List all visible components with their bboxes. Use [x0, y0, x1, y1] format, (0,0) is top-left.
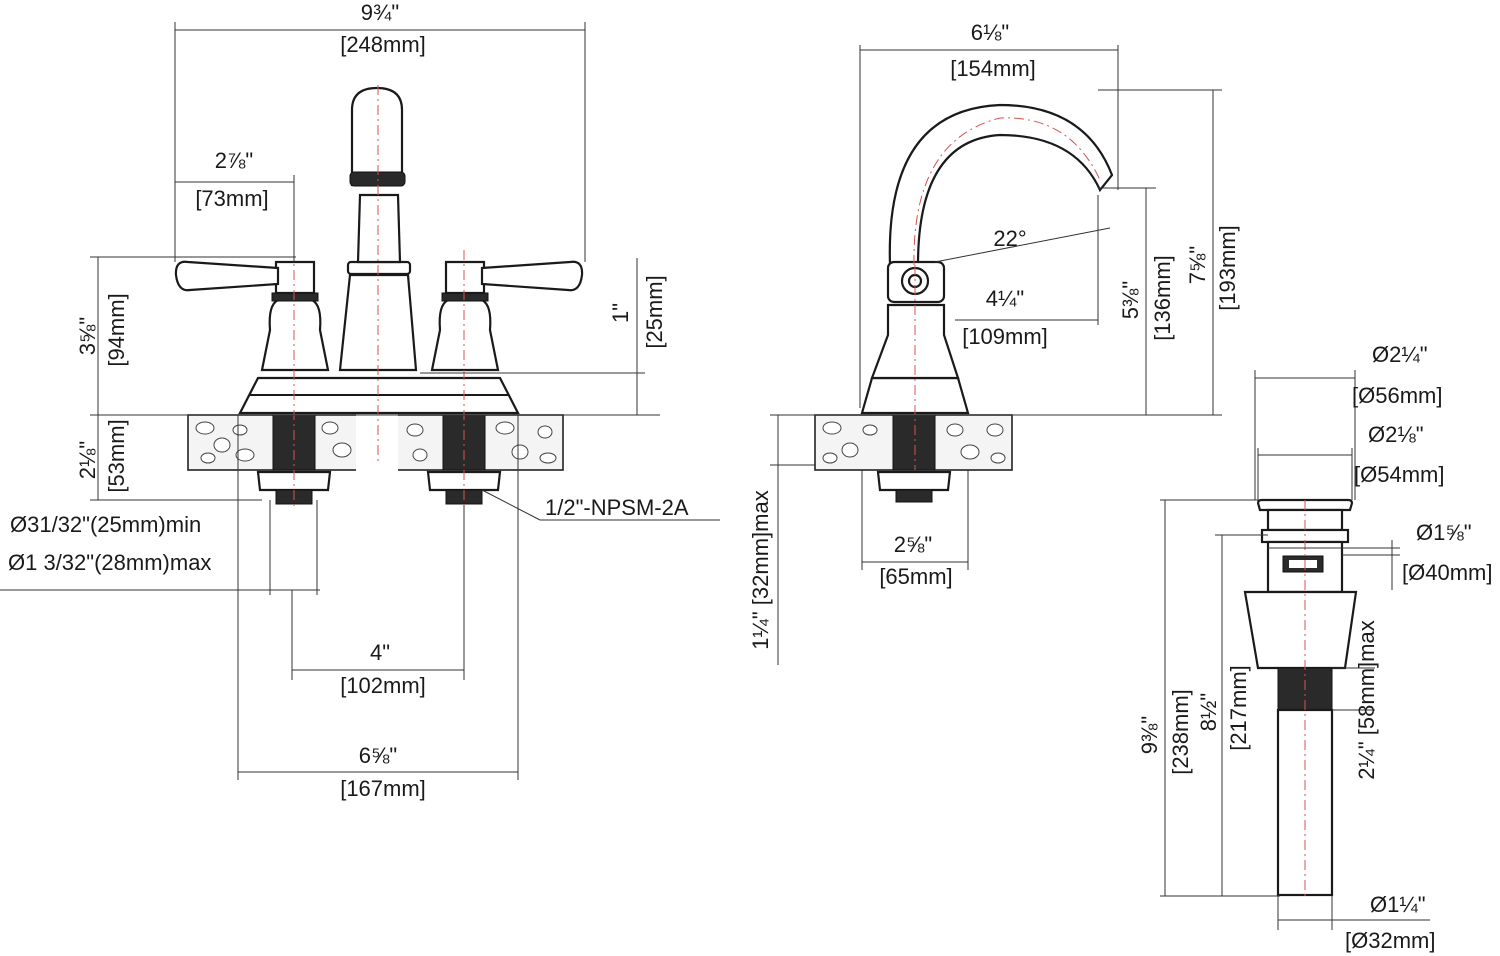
front-view: 9¾" [248mm] 2⅞" [73mm] 3⅝" [94mm] 1" [25… [0, 0, 720, 801]
angle-label: 22° [993, 226, 1026, 251]
right-shank [442, 414, 486, 471]
tail-dia-mm-label: [Ø32mm] [1345, 928, 1435, 953]
thread-label: 1/2"-NPSM-2A [545, 495, 689, 520]
drain-nut [1243, 590, 1358, 670]
shank-length-mm-label: [53mm] [104, 419, 129, 492]
hole-max-label: Ø1 3/32"(28mm)max [8, 550, 211, 575]
base-height-label: 1" [608, 303, 633, 323]
total-length-label: 9⅜" [1137, 716, 1162, 754]
side-handle-body [870, 303, 960, 380]
spout-head [350, 86, 404, 187]
shank-length-label: 2⅛" [75, 441, 100, 479]
right-lever [480, 260, 584, 292]
handle-offset-mm-label: [73mm] [195, 186, 268, 211]
center-spacing-label: 4" [370, 640, 390, 665]
countertop-pebbles [195, 421, 557, 464]
left-shank [272, 414, 316, 471]
base-depth-mm-label: [65mm] [879, 564, 952, 589]
cap-dia-label: Ø2¼" [1372, 342, 1428, 367]
spout-reach-mm-label: [109mm] [962, 324, 1048, 349]
hole-min-label: Ø31/32"(25mm)min [10, 512, 201, 537]
reach-label: 6⅛" [971, 20, 1009, 45]
overflow-dia-mm-label: [Ø40mm] [1402, 560, 1492, 585]
deck-thickness-label: 1¼" [32mm]max [748, 490, 773, 649]
center-spacing-mm-label: [102mm] [340, 673, 426, 698]
right-mount-nut [426, 470, 502, 492]
overall-width-mm-label: [248mm] [340, 32, 426, 57]
handle-offset-label: 2⅞" [215, 148, 253, 173]
body-length-label: 8½" [1196, 693, 1221, 731]
left-lever [174, 260, 280, 292]
drain-view: Ø2¼" [Ø56mm] Ø2⅛" [Ø54mm] Ø1⅝" [Ø40mm] 9… [1137, 342, 1492, 953]
overall-width-label: 9¾" [361, 0, 399, 25]
base-depth-label: 2⅝" [894, 532, 932, 557]
cap-dia-mm-label: [Ø56mm] [1352, 383, 1442, 408]
spout-reach-label: 4¼" [986, 286, 1024, 311]
tail-dia-label: Ø1¼" [1370, 892, 1426, 917]
overflow-dia-label: Ø1⅝" [1416, 520, 1472, 545]
spout-height-label: 5⅜" [1118, 281, 1143, 319]
side-countertop-pebbles [822, 421, 1006, 464]
spout-height-mm-label: [136mm] [1150, 255, 1175, 341]
total-height-mm-label: [193mm] [1215, 225, 1240, 311]
height-label: 3⅝" [75, 317, 100, 355]
right-handle-body [430, 298, 500, 372]
base-width-mm-label: [167mm] [340, 776, 426, 801]
side-shank [892, 414, 936, 471]
left-mount-nut [256, 470, 332, 492]
thread-length-label: 2¼" [58mm]max [1354, 620, 1379, 779]
body-length-mm-label: [217mm] [1226, 665, 1251, 751]
base-width-label: 6⅝" [359, 743, 397, 768]
side-spout-arc [888, 103, 1114, 267]
flange-dia-mm-label: [Ø54mm] [1354, 462, 1444, 487]
height-mm-label: [94mm] [104, 293, 129, 366]
reach-mm-label: [154mm] [950, 56, 1036, 81]
total-length-mm-label: [238mm] [1168, 689, 1193, 775]
base-height-mm-label: [25mm] [642, 275, 667, 348]
flange-dia-label: Ø2⅛" [1368, 422, 1424, 447]
left-handle-body [260, 298, 330, 372]
side-view: 6⅛" [154mm] 22° 4¼" [109mm] 5⅜" [136mm] … [748, 20, 1240, 665]
total-height-label: 7⅝" [1185, 246, 1210, 284]
